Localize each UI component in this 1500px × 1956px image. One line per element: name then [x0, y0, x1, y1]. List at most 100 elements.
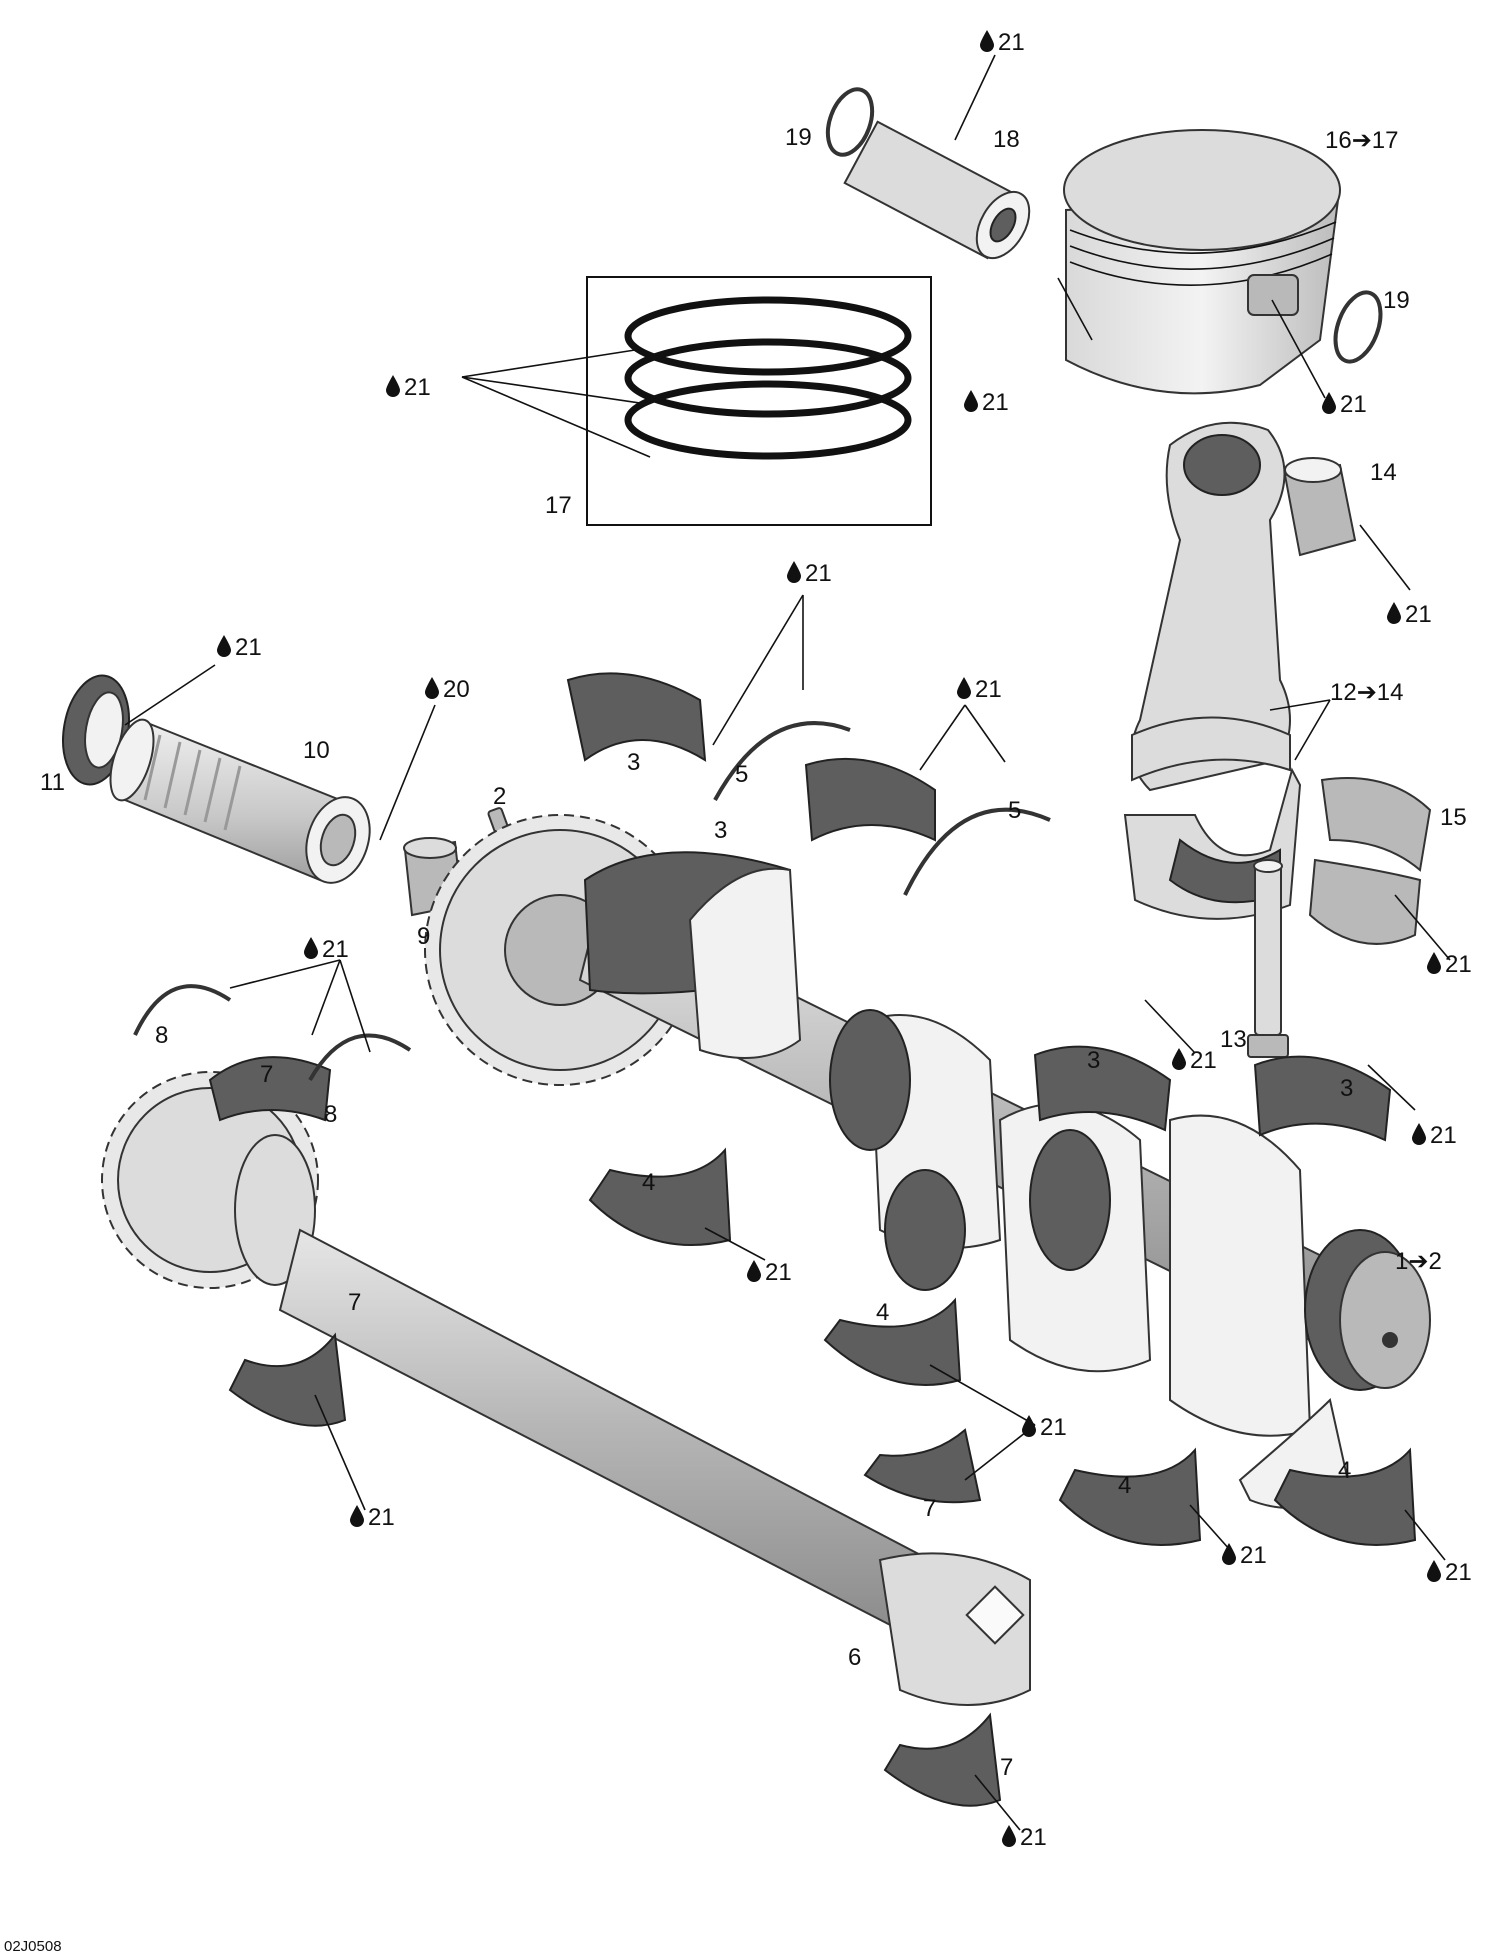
circlip-lower: [1333, 290, 1383, 364]
callout-label: 21: [805, 560, 832, 587]
main-bearing-lower-3: [1058, 1447, 1202, 1546]
callout-label: 18: [993, 126, 1020, 153]
callout-label: 21: [1340, 391, 1367, 418]
callout-label: 21: [368, 1504, 395, 1531]
callout-label: 3: [1340, 1075, 1353, 1102]
callout-label: 21: [322, 936, 349, 963]
callout-label: 21: [982, 389, 1009, 416]
callout-label: 16➔17: [1325, 127, 1399, 154]
main-bearing-upper-3: [1033, 1045, 1172, 1132]
oil-drop-icon: [1412, 1123, 1426, 1145]
callout-label: 3: [627, 749, 640, 776]
callout-label: 21: [1040, 1414, 1067, 1441]
callout-label: 21: [235, 634, 262, 661]
oil-seal: [62, 674, 130, 786]
main-bearing-upper-2: [804, 757, 936, 842]
callout-label: 7: [260, 1061, 273, 1088]
callout-label: 15: [1440, 804, 1467, 831]
callout-label: 21: [975, 676, 1002, 703]
sleeve: [109, 718, 371, 884]
callout-label: 3: [1087, 1047, 1100, 1074]
thrust-washer-1: [713, 721, 851, 801]
callout-label: 13: [1220, 1026, 1247, 1053]
oil-drop-icon: [1427, 1560, 1441, 1582]
callout-label: 10: [303, 737, 330, 764]
piston-pin: [843, 120, 1031, 260]
oil-drop-icon: [1322, 392, 1336, 414]
oil-drop-icon: [425, 677, 439, 699]
oil-drop-icon: [217, 635, 232, 658]
callout-label: 4: [642, 1169, 655, 1196]
oil-drop-icon: [350, 1505, 364, 1527]
callout-label: 17: [545, 492, 572, 519]
callout-label: 7: [923, 1495, 936, 1522]
balance-shaft-thrust-washer-1: [133, 984, 232, 1036]
oil-drop-icon: [1022, 1415, 1036, 1437]
main-bearing-upper-4: [1253, 1055, 1392, 1142]
circlip-upper: [825, 87, 875, 157]
callout-label: 12➔14: [1330, 679, 1404, 706]
oil-drop-icon: [964, 390, 978, 412]
oil-drop-icon: [1172, 1048, 1186, 1070]
connecting-rod-bolt: [1247, 859, 1289, 1058]
callout-label: 7: [1000, 1754, 1013, 1781]
callout-label: 2: [493, 783, 506, 810]
callout-label: 11: [40, 769, 65, 796]
callout-label: 21: [1430, 1122, 1457, 1149]
oil-drop-icon: [1222, 1543, 1236, 1565]
balance-shaft-thrust-washer-2: [308, 1033, 412, 1081]
main-bearing-lower-1: [588, 1147, 732, 1246]
callout-label: 4: [1118, 1472, 1131, 1499]
callout-label: 21: [1190, 1047, 1217, 1074]
oil-drop-icon: [787, 561, 801, 583]
callout-label: 3: [714, 817, 727, 844]
callout-label: 8: [324, 1101, 337, 1128]
callout-label: 5: [1008, 797, 1021, 824]
oil-drop-icon: [747, 1260, 761, 1282]
callout-label: 4: [876, 1299, 889, 1326]
callout-label: 21: [1445, 1559, 1472, 1586]
thrust-washer-2: [903, 807, 1051, 896]
callout-label: 21: [1240, 1542, 1267, 1569]
callout-label: 21: [998, 29, 1025, 56]
callout-label: 5: [735, 761, 748, 788]
piston-ring-set: [624, 296, 912, 460]
callout-label: 21: [1020, 1824, 1047, 1851]
oil-drop-icon: [304, 937, 318, 959]
balance-shaft: [101, 1071, 1031, 1706]
callout-label: 1➔2: [1395, 1248, 1442, 1275]
oil-drop-icon: [980, 30, 994, 52]
callout-label: 7: [348, 1289, 361, 1316]
connecting-rod-bearing: [1308, 777, 1432, 945]
main-bearing-upper-1: [566, 672, 707, 762]
callout-label: 14: [1370, 459, 1397, 486]
oil-drop-icon: [1387, 602, 1401, 624]
callout-label: 21: [1405, 601, 1432, 628]
balance-shaft-bearing-2: [228, 1332, 347, 1427]
callout-label: 6: [848, 1644, 861, 1671]
piston: [1063, 129, 1341, 395]
oil-drop-icon: [1002, 1825, 1016, 1847]
connecting-rod: [1131, 421, 1291, 792]
callout-label: 9: [417, 923, 430, 950]
callouts: 21 19 18 16➔17 19 21 21 21 17 14 21 21 2…: [40, 29, 1472, 1851]
main-bearing-lower-2: [823, 1297, 962, 1386]
callout-label: 4: [1338, 1457, 1351, 1484]
oil-drop-icon: [957, 677, 971, 699]
callout-label: 19: [1383, 287, 1410, 314]
balance-shaft-bearing-1: [208, 1056, 332, 1122]
main-bearing-lower-4: [1273, 1447, 1417, 1546]
callout-label: 19: [785, 124, 812, 151]
oil-drop-icon: [386, 375, 400, 397]
crankshaft: [578, 851, 1431, 1509]
drawing-code: 02J0508: [4, 1938, 62, 1955]
leader-lines: [124, 54, 1451, 1831]
balance-shaft-bearing-4: [883, 1712, 1002, 1807]
callout-label: 21: [404, 374, 431, 401]
piston-ring-set-frame: [586, 276, 932, 526]
oil-drop-icon: [1427, 952, 1441, 974]
balance-shaft-bearing-3: [863, 1428, 982, 1504]
callout-label: 20: [443, 676, 470, 703]
small-end-bushing: [1283, 457, 1357, 557]
